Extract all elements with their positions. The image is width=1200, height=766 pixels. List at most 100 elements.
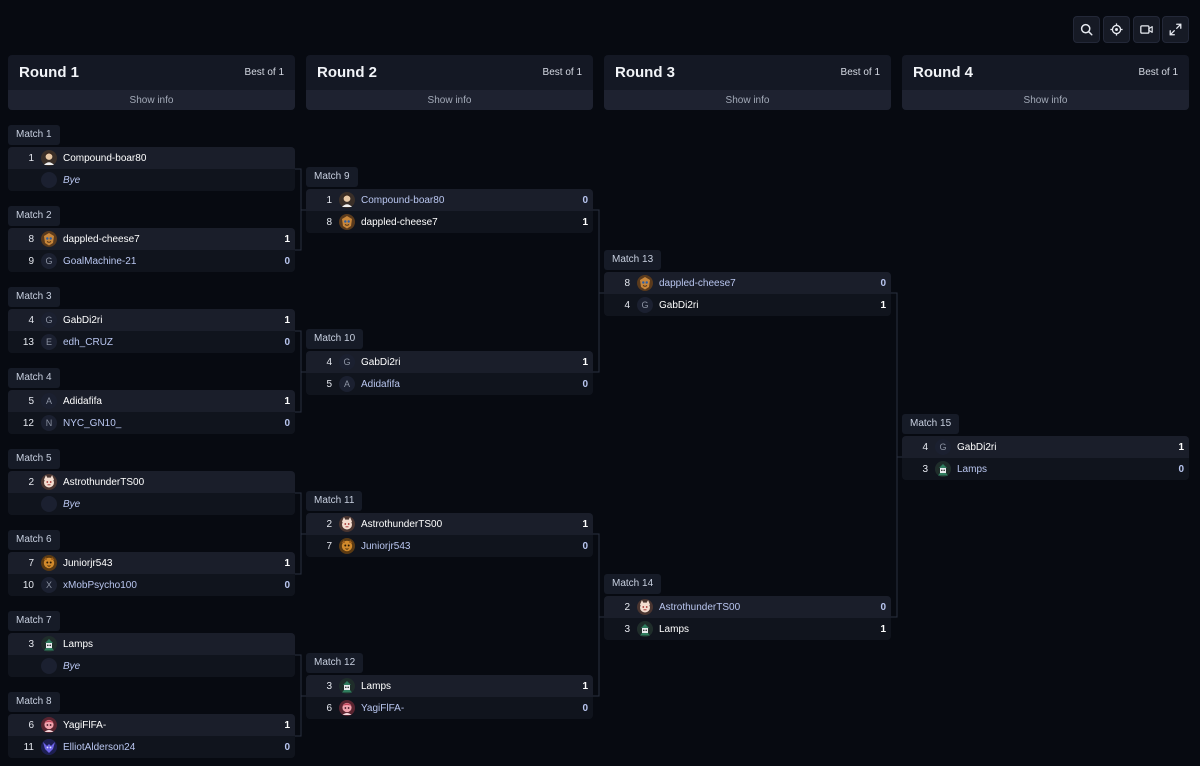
participant-seed: 4 <box>28 314 34 326</box>
participant-seed: 5 <box>28 395 34 407</box>
participant-name: edh_CRUZ <box>63 336 114 348</box>
round-title: Round 2 <box>317 64 377 81</box>
participant-name: Juniorjr543 <box>361 540 411 552</box>
participant-seed: 11 <box>23 741 34 753</box>
participant-score: 0 <box>284 336 290 348</box>
round-best-of: Best of 1 <box>840 67 880 78</box>
match-label: Match 4 <box>8 368 60 388</box>
participant-name: Lamps <box>659 623 690 635</box>
participant-score: 0 <box>582 194 588 206</box>
avatar <box>339 516 355 532</box>
participant-name: dappled-cheese7 <box>659 277 736 289</box>
match-label: Match 7 <box>8 611 60 631</box>
participant-seed: 12 <box>22 417 34 429</box>
participant-name: Adidafifa <box>361 378 400 390</box>
participant-seed: 8 <box>326 216 332 228</box>
show-info-button[interactable]: Show info <box>604 90 891 110</box>
locate-button[interactable] <box>1103 16 1130 43</box>
match-label: Match 12 <box>306 653 364 673</box>
participant-seed: 6 <box>326 702 332 714</box>
participant-row[interactable]: Bye <box>8 169 295 191</box>
participant-seed: 1 <box>326 194 332 206</box>
round-title: Round 4 <box>913 64 973 81</box>
round-3-header: Round 3 Best of 1 Show info <box>604 55 891 110</box>
match-label: Match 8 <box>8 692 60 712</box>
match-label: Match 1 <box>8 125 60 145</box>
show-info-button[interactable]: Show info <box>8 90 295 110</box>
round-title: Round 1 <box>19 64 79 81</box>
participant-row[interactable]: Bye <box>8 493 295 515</box>
participant-score: 1 <box>284 233 290 245</box>
participant-seed: 7 <box>326 540 332 552</box>
avatar-placeholder <box>41 172 57 188</box>
fullscreen-button[interactable] <box>1162 16 1189 43</box>
participant-score: 0 <box>880 277 886 289</box>
avatar <box>339 678 355 694</box>
show-info-button[interactable]: Show info <box>902 90 1189 110</box>
avatar <box>41 739 57 755</box>
participant-seed: 3 <box>326 680 332 692</box>
participant-name: GabDi2ri <box>361 356 401 368</box>
show-info-button[interactable]: Show info <box>306 90 593 110</box>
participant-name: YagiFlFA- <box>63 719 107 731</box>
match-label: Match 3 <box>8 287 60 307</box>
search-button[interactable] <box>1073 16 1100 43</box>
avatar <box>339 214 355 230</box>
avatar-initial: G <box>637 297 653 313</box>
participant-seed: 5 <box>326 378 332 390</box>
participant-score: 1 <box>284 719 290 731</box>
stream-button[interactable] <box>1133 16 1160 43</box>
match-label: Match 5 <box>8 449 60 469</box>
avatar-initial: G <box>41 253 57 269</box>
participant-seed: 2 <box>326 518 332 530</box>
participant-name: GabDi2ri <box>957 441 997 453</box>
participant-row[interactable]: Bye <box>8 655 295 677</box>
participant-name: xMobPsycho100 <box>63 579 137 591</box>
